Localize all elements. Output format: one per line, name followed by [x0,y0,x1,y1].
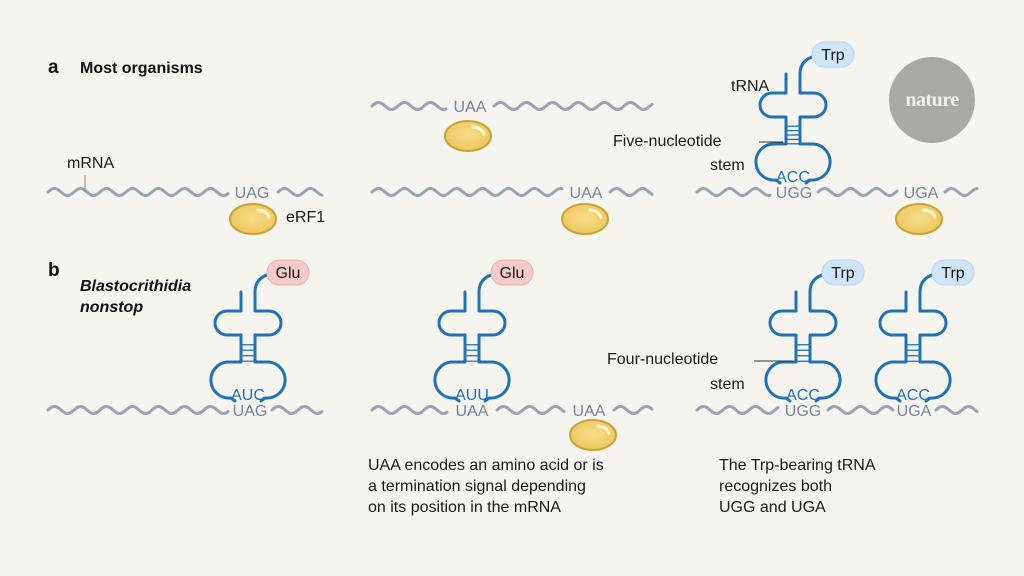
amino-acid-label: Trp [941,265,965,282]
five-nucleotide-stem-label: stem [710,157,745,174]
mrna-b1-left [46,405,230,415]
mrna-a1-left [46,187,230,197]
erf1-body [561,203,609,235]
codon-a3-ugg: UGG [776,185,812,202]
trna-backbone-right [253,272,287,403]
caption-trp: The Trp-bearing tRNA recognizes both UGG… [719,455,876,518]
five-nucleotide-label: Five-nucleotide [613,133,722,150]
panel-b-title: Blastocrithidia nonstop [80,276,191,318]
panel-b-title-line2: nonstop [80,299,144,316]
erf1-protein-a2-top [444,120,492,152]
mrna-label: mRNA [67,155,115,172]
trna-b2-glu: AUU Glu [433,259,534,404]
erf1-protein-a1 [229,203,277,235]
trna-anticodon: ACC [786,387,820,404]
erf1-highlight [588,208,603,219]
erf1-body [444,120,492,152]
erf1-protein-a3 [895,203,943,235]
mrna-a2-top-right [492,101,654,111]
amino-acid-label: Glu [500,265,525,282]
mrna-b3-right [934,405,979,415]
caption-uaa-line3: on its position in the mRNA [368,499,561,516]
amino-acid-bubble [490,259,534,286]
amino-acid-label: Trp [831,265,855,282]
four-nucleotide-stem-label: stem [710,376,745,393]
amino-acid-label: Glu [276,265,301,282]
trna-b3-trp-1: ACC Trp [764,259,865,404]
trna-backbone-right [918,272,952,403]
mrna-b2-left [370,405,449,415]
trna-b1-glu: AUC Glu [209,259,310,404]
caption-trp-line3: UGG and UGA [719,499,826,516]
nature-logo: nature [889,57,975,143]
codon-a2-bottom: UAA [570,185,603,202]
trna-anticodon: ACC [896,387,930,404]
mrna-b2-right [612,405,654,415]
trna-anticodon: ACC [776,169,810,186]
codon-b3-ugg: UGG [785,403,821,420]
caption-uaa-line2: a termination signal depending [368,478,586,495]
codon-b3-uga: UGA [897,403,932,420]
erf1-highlight [922,208,937,219]
mrna-a3-left [695,187,772,197]
mrna-b3-mid [826,405,895,415]
erf1-highlight [256,208,271,219]
mrna-a2-bottom-right [608,187,654,197]
trna-a3-trp: ACC Trp [754,41,855,186]
mrna-a3-right [943,187,979,197]
caption-uaa: UAA encodes an amino acid or is a termin… [368,455,604,518]
codon-b2-first: UAA [456,403,489,420]
codon-b2-second: UAA [573,403,606,420]
mrna-b3-left [695,405,780,415]
trna-backbone-left [754,72,788,185]
codon-a3-uga: UGA [904,185,939,202]
trna-b3-trp-2: ACC Trp [874,259,975,404]
erf1-protein-a2-bottom [561,203,609,235]
trna-backbone-left [764,290,798,403]
erf1-protein-b2 [569,419,617,451]
panel-b-title-line1: Blastocrithidia [80,278,192,295]
mrna-a2-top-left [370,101,448,111]
mrna-b2-mid [495,405,566,415]
amino-acid-bubble [811,41,855,68]
erf1-body [229,203,277,235]
erf1-body [895,203,943,235]
erf1-highlight [471,125,486,136]
trna-label: tRNA [731,78,770,95]
trna-backbone-right [477,272,511,403]
panel-a-title: Most organisms [80,60,203,77]
caption-trp-line1: The Trp-bearing tRNA [719,457,876,474]
erf1-body [569,419,617,451]
trna-backbone-right [798,54,832,185]
mrna-a2-bottom-left [370,187,564,197]
amino-acid-bubble [821,259,865,286]
mrna-a3-mid [816,187,899,197]
trna-backbone-left [874,290,908,403]
trna-backbone-left [433,290,467,403]
erf1-highlight [596,424,611,435]
amino-acid-bubble [931,259,975,286]
caption-uaa-line1: UAA encodes an amino acid or is [368,457,604,474]
trna-anticodon: AUU [455,387,489,404]
panel-b-letter: b [48,260,60,281]
codon-a1: UAG [235,185,270,202]
trna-backbone-right [808,272,842,403]
amino-acid-bubble [266,259,310,286]
amino-acid-label: Trp [821,47,845,64]
mrna-strands [46,101,979,415]
four-nucleotide-label: Four-nucleotide [607,351,719,368]
mrna-b1-right [270,405,324,415]
codon-a2-top: UAA [454,99,487,116]
caption-trp-line2: recognizes both [719,478,832,495]
mrna-a1-right [276,187,324,197]
codon-b1: UAG [233,403,268,420]
trna-anticodon: AUC [231,387,265,404]
erf1-label: eRF1 [286,209,326,226]
panel-a-letter: a [48,57,59,78]
trna-backbone-left [209,290,243,403]
